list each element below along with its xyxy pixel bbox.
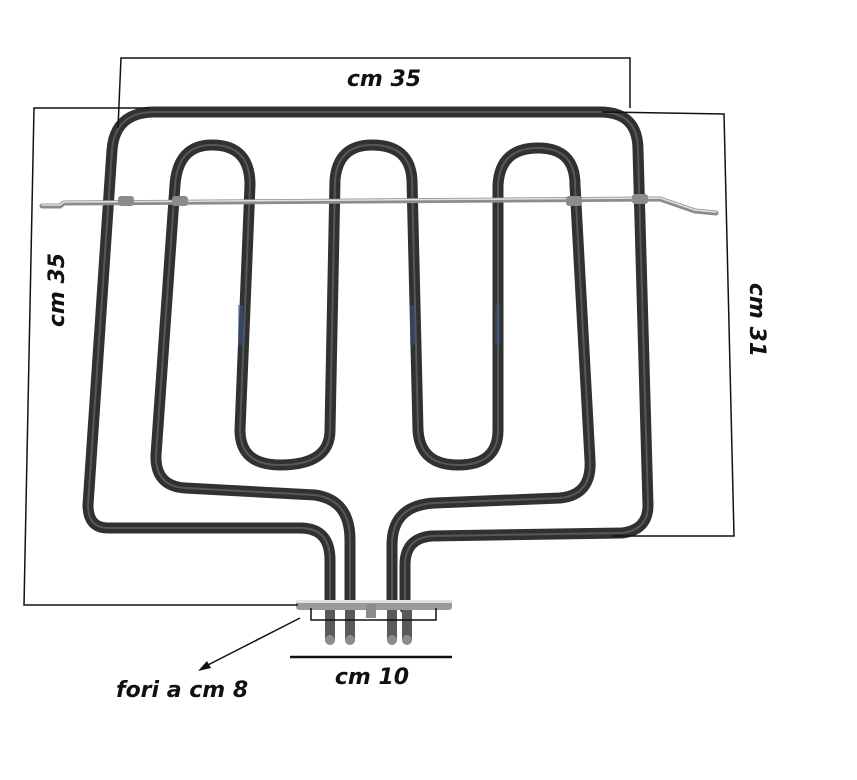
holes-leader-arrowhead xyxy=(198,661,211,671)
coil-tint-mark xyxy=(495,305,500,345)
dimension-lines xyxy=(23,57,735,671)
bar-clip xyxy=(172,196,188,206)
terminal xyxy=(325,610,335,640)
terminals xyxy=(325,610,412,645)
holes-label: fori a cm 8 xyxy=(116,678,248,703)
terminal xyxy=(402,610,412,640)
coil-tint-mark xyxy=(410,305,415,345)
right-dimension-line xyxy=(601,111,735,537)
terminal-bracket xyxy=(310,608,437,621)
left-height-label: cm 35 xyxy=(45,253,70,327)
terminal xyxy=(345,610,355,640)
holes-leader-line xyxy=(203,617,301,668)
support-bar xyxy=(39,194,719,216)
right-height-label: cm 31 xyxy=(744,283,769,357)
heating-element-coil xyxy=(39,106,719,645)
bottom-width-label: cm 10 xyxy=(335,665,409,690)
mounting-plate xyxy=(296,600,452,618)
top-width-label: cm 35 xyxy=(347,67,421,92)
left-dimension-line xyxy=(23,107,298,606)
top-dimension-line xyxy=(117,57,631,129)
bar-clip xyxy=(118,196,134,206)
terminal xyxy=(387,610,397,640)
bar-clip xyxy=(632,194,648,204)
bar-clip xyxy=(566,196,582,206)
coil-tint-mark xyxy=(238,305,243,345)
